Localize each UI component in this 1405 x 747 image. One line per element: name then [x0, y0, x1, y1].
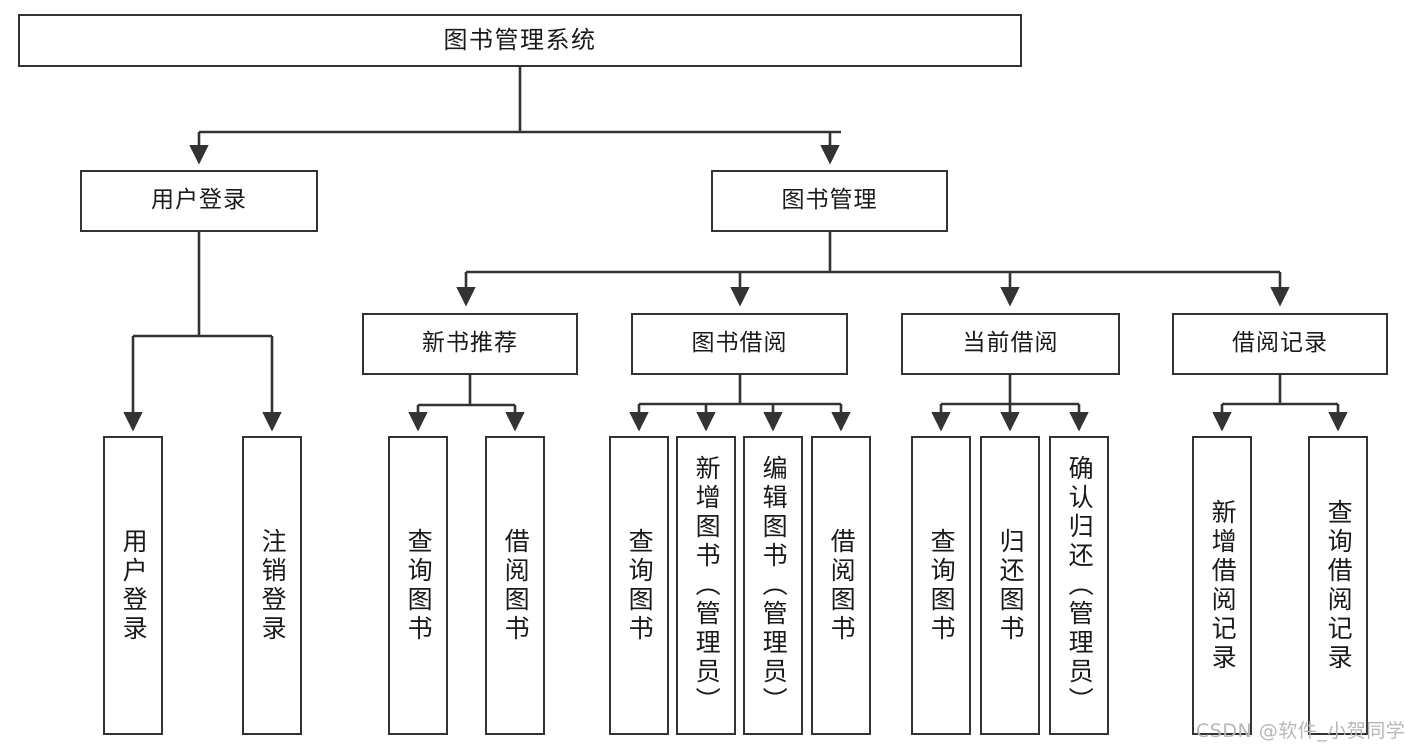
node-label: 新增图书（管理员）	[692, 455, 722, 716]
node-root-book-management-system[interactable]: 图书管理系统	[18, 14, 1022, 67]
node-label: 查询借阅记录	[1324, 498, 1354, 673]
node-user-login[interactable]: 用户登录	[80, 170, 318, 232]
node-current-borrow[interactable]: 当前借阅	[901, 313, 1120, 375]
node-label: 图书管理	[781, 187, 878, 214]
node-label: 确认归还（管理员）	[1065, 455, 1095, 716]
node-label: 编辑图书（管理员）	[759, 455, 789, 716]
node-label: 归还图书	[996, 527, 1026, 644]
node-leaf-newbook-query-book[interactable]: 查询图书	[388, 436, 448, 735]
node-borrow-record[interactable]: 借阅记录	[1172, 313, 1388, 375]
node-label: 新增借阅记录	[1208, 498, 1238, 673]
node-label: 借阅图书	[501, 527, 531, 644]
node-leaf-newbook-borrow-book[interactable]: 借阅图书	[485, 436, 545, 735]
node-label: 用户登录	[151, 187, 247, 214]
node-label: 新书推荐	[422, 330, 518, 357]
node-leaf-return-book[interactable]: 归还图书	[980, 436, 1040, 735]
node-leaf-edit-book-admin[interactable]: 编辑图书（管理员）	[743, 436, 803, 735]
node-new-book-recommend[interactable]: 新书推荐	[362, 313, 578, 375]
node-label: 用户登录	[119, 527, 149, 644]
node-leaf-logout[interactable]: 注销登录	[242, 436, 302, 735]
node-leaf-add-book-admin[interactable]: 新增图书（管理员）	[676, 436, 736, 735]
watermark-text: CSDN @软件_小贺同学	[1196, 720, 1405, 742]
node-label: 图书借阅	[691, 330, 788, 357]
node-label: 借阅图书	[827, 527, 857, 644]
node-leaf-current-query-book[interactable]: 查询图书	[911, 436, 971, 735]
node-label: 借阅记录	[1232, 330, 1328, 357]
node-label: 图书管理系统	[443, 26, 597, 55]
node-leaf-query-borrow-record[interactable]: 查询借阅记录	[1308, 436, 1368, 735]
node-leaf-confirm-return-admin[interactable]: 确认归还（管理员）	[1049, 436, 1109, 735]
node-book-borrow[interactable]: 图书借阅	[631, 313, 848, 375]
node-leaf-borrow-query-book[interactable]: 查询图书	[609, 436, 669, 735]
node-leaf-user-login[interactable]: 用户登录	[103, 436, 163, 735]
node-leaf-add-borrow-record[interactable]: 新增借阅记录	[1192, 436, 1252, 735]
node-label: 查询图书	[625, 527, 655, 644]
node-label: 注销登录	[258, 527, 288, 644]
node-label: 查询图书	[927, 527, 957, 644]
node-book-management[interactable]: 图书管理	[711, 170, 948, 232]
node-leaf-borrow-book[interactable]: 借阅图书	[811, 436, 871, 735]
node-label: 当前借阅	[962, 330, 1059, 357]
node-label: 查询图书	[404, 527, 434, 644]
